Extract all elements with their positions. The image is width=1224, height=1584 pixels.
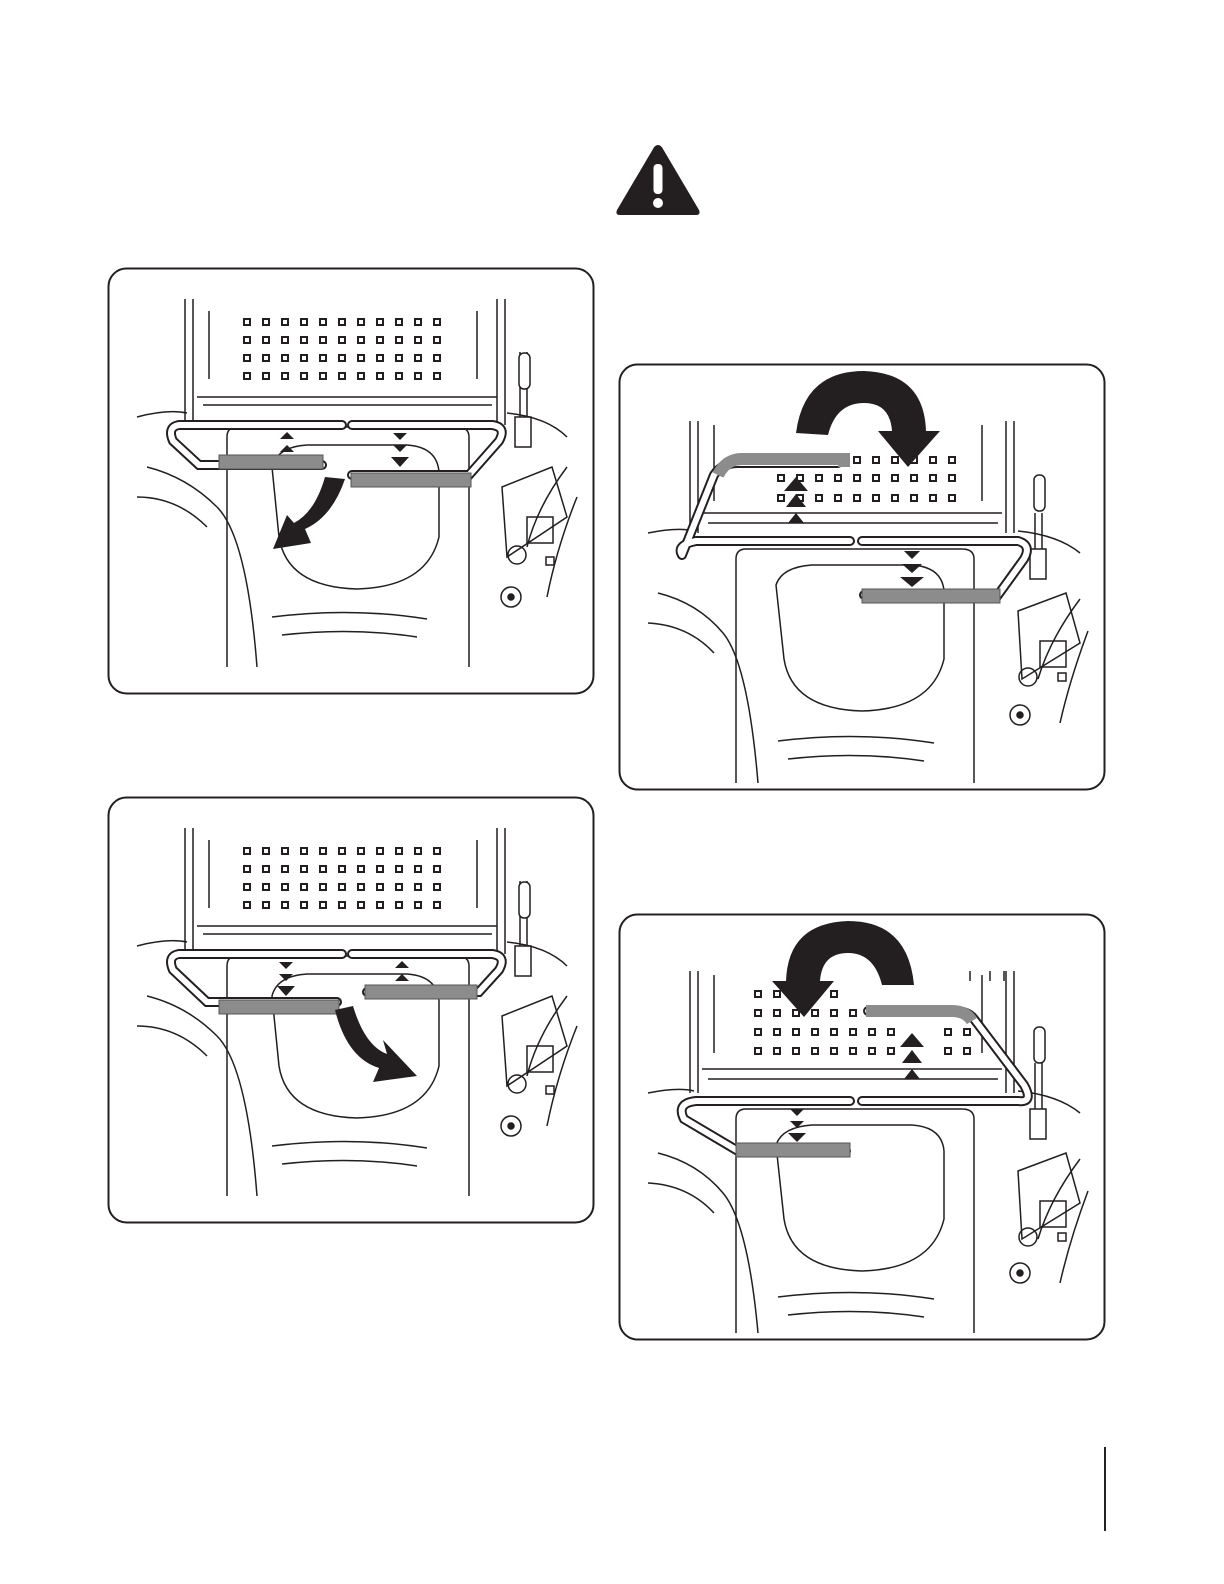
figure-hand-control-stowed-right <box>107 796 595 1224</box>
figure-hand-control-raised-left <box>618 363 1106 791</box>
warning-triangle-icon <box>614 142 702 218</box>
figure-hand-control-raised-right <box>618 913 1106 1341</box>
page-divider-line <box>1104 1447 1106 1531</box>
figure-hand-control-stowed-left <box>107 267 595 695</box>
